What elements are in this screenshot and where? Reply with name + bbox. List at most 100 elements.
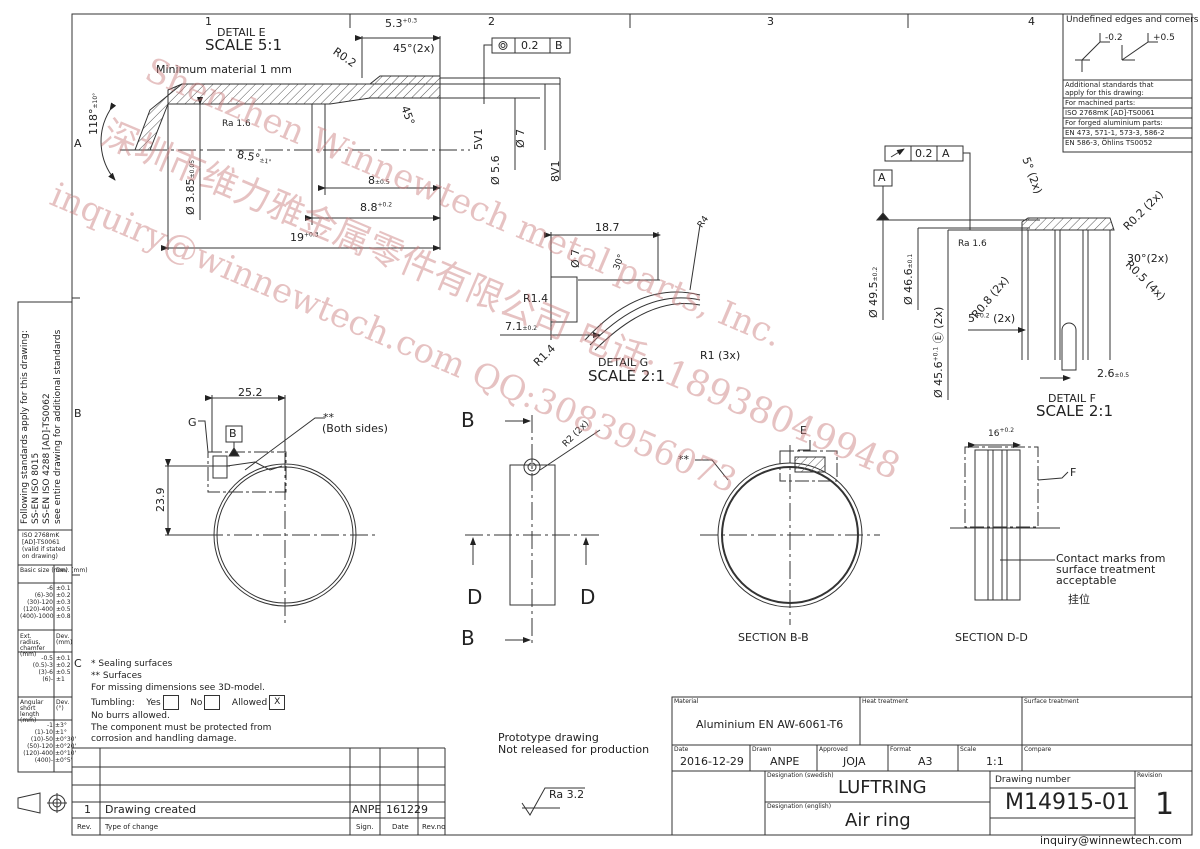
- standards-line-4: see entire drawing for additional standa…: [53, 329, 63, 524]
- tol-header-3: (valid if stated: [22, 546, 66, 553]
- dim-16: 16+0.2: [988, 427, 1015, 439]
- contact-note-cn: 挂位: [1068, 593, 1090, 606]
- dim-dia-45-6: Ø 45.6+0.1 Ⓔ (2x): [932, 306, 945, 398]
- standards-line-1: Following standards apply for this drawi…: [20, 330, 30, 524]
- tumbling-yes-label: Yes: [146, 698, 161, 708]
- prototype-line-2: Not released for production: [498, 743, 650, 756]
- angular-dev-header: Dev. (°): [56, 699, 70, 712]
- drawing-number-label: Drawing number: [995, 775, 1071, 785]
- std-line-6: EN 473, 571-1, 573-3, 586-2: [1065, 129, 1165, 137]
- prototype-line-1: Prototype drawing: [498, 731, 599, 744]
- date-value: 2016-12-29: [680, 755, 744, 768]
- scale-label: Scale: [960, 746, 977, 753]
- zone-col-4: 4: [1028, 15, 1035, 28]
- note-missing-dims: For missing dimensions see 3D-model.: [91, 683, 265, 693]
- approved-label: Approved: [819, 746, 848, 753]
- tol-header-4: on drawing): [22, 553, 58, 560]
- dim-r1-4-a: R1.4: [523, 292, 549, 305]
- zone-col-1: 1: [205, 15, 212, 28]
- angular-dev-col: ±3°±1°±0°30'±0°20'±0°10'±0°5': [55, 722, 77, 764]
- standards-line-3: SS-EN ISO 4288 [AD]-TS0062: [42, 393, 52, 524]
- rev-row-1-date: 161229: [386, 803, 428, 816]
- basic-dev-col: ±0.1±0.2±0.3±0.5±0.8: [56, 585, 71, 620]
- detail-f-scale: SCALE 2:1: [1036, 402, 1113, 420]
- gdt-e-value: 0.2: [521, 39, 539, 52]
- standards-line-2: SS-EN ISO 8015: [31, 452, 41, 524]
- revision-label: Revision: [1137, 772, 1163, 779]
- section-bb-title: SECTION B-B: [738, 631, 809, 644]
- detail-e-scale: SCALE 5:1: [205, 36, 282, 54]
- zone-row-b: B: [74, 407, 82, 420]
- label-e: E: [800, 424, 807, 437]
- drawn-value: ANPE: [770, 755, 800, 768]
- format-value: A3: [918, 755, 933, 768]
- gdt-f-datum: A: [942, 147, 950, 160]
- zone-row-a: A: [74, 137, 82, 150]
- basic-dev-header: Dev. (mm): [56, 567, 88, 574]
- detail-g-title: DETAIL G: [598, 356, 649, 369]
- section-d-right: D: [580, 585, 596, 609]
- angular-header: Angular short length (mm): [20, 699, 44, 724]
- edges-title: Undefined edges and corners: [1066, 15, 1199, 25]
- angular-col: -1(1)-10(10)-50(50)-120(120)-400(400)-: [23, 722, 53, 764]
- dim-118: 118°±10°: [87, 92, 100, 135]
- dim-8-8: 8.8+0.2: [360, 201, 393, 214]
- gdt-f-value: 0.2: [915, 147, 933, 160]
- dim-r1-3x: R1 (3x): [700, 349, 741, 362]
- datum-b: B: [229, 427, 237, 440]
- tol-header-2: [AD]-TS0061: [22, 539, 60, 546]
- basic-size-header: Basic size (mm): [20, 567, 68, 574]
- rev-header-sign: Sign.: [356, 823, 374, 831]
- projection-symbol-icon: [18, 793, 68, 813]
- dim-2-6: 2.6±0.5: [1097, 367, 1130, 380]
- note-protect-2: corrosion and handling damage.: [91, 734, 237, 744]
- approved-value: JOJA: [843, 755, 866, 768]
- dim-g-dia-7: Ø 7: [569, 248, 582, 268]
- gdt-e-datum: B: [555, 39, 563, 52]
- basic-size-col: -6(6)-30(30)-120(120)-400(400)-1000: [20, 585, 54, 620]
- contact-note-1: Contact marks from: [1056, 552, 1166, 565]
- dim-dia-46-6: Ø 46.6±0.1: [902, 253, 915, 305]
- material-value: Aluminium EN AW-6061-T6: [696, 718, 844, 731]
- dim-5v1: 5V1: [472, 128, 485, 150]
- tumbling-yes-checkbox[interactable]: [162, 695, 179, 710]
- desig-sv-label: Designation (swedish): [767, 772, 834, 779]
- zone-col-3: 3: [767, 15, 774, 28]
- section-d-left: D: [467, 585, 483, 609]
- dim-dia-3-85: Ø 3.85±0.05: [184, 159, 197, 215]
- std-line-2: apply for this drawing:: [1065, 89, 1144, 97]
- general-roughness: Ra 3.2: [549, 788, 585, 801]
- tumbling-allowed-label: Allowed: [231, 698, 268, 708]
- dim-18-7: 18.7: [595, 221, 620, 234]
- tumbling-no-label: No: [190, 698, 203, 708]
- rev-header-change: Type of change: [105, 823, 159, 831]
- scale-value: 1:1: [986, 755, 1004, 768]
- roughness-f-ra16: Ra 1.6: [958, 239, 987, 249]
- material-label: Material: [674, 698, 699, 705]
- ext-dev-col: ±0.1±0.2±0.5±1: [56, 655, 71, 683]
- note-surfaces: ** Surfaces: [91, 671, 142, 681]
- dim-19: 19+0.3: [290, 231, 319, 244]
- std-line-3: For machined parts:: [1065, 99, 1136, 107]
- format-label: Format: [890, 746, 912, 753]
- dim-30-2x: 30°(2x): [1127, 252, 1169, 265]
- std-line-7: EN 586-3, Öhlins TS0052: [1065, 139, 1153, 147]
- rev-row-1-change: Drawing created: [105, 803, 197, 816]
- detail-f-title: DETAIL F: [1048, 392, 1097, 405]
- dim-8v1: 8V1: [549, 160, 562, 182]
- ext-radius-col: -0.5(0.5)-3(3)-6(6)-: [32, 655, 53, 683]
- date-label: Date: [674, 746, 689, 753]
- rev-row-1-rev: 1: [84, 803, 91, 816]
- tumbling-allowed-checkbox[interactable]: X: [269, 695, 286, 710]
- tumbling-no-checkbox[interactable]: [204, 695, 221, 710]
- std-line-1: Additional standards that: [1065, 81, 1154, 89]
- dim-dia-49-5: Ø 49.5±0.2: [867, 266, 880, 318]
- dim-dia-7: Ø 7: [514, 128, 527, 148]
- label-surfaces-front: **: [323, 411, 334, 424]
- dim-45-2x: 45°(2x): [393, 42, 435, 55]
- surface-label: Surface treatment: [1024, 698, 1079, 705]
- tumbling-label: Tumbling:: [91, 698, 135, 708]
- desig-sv-value: LUFTRING: [838, 777, 927, 798]
